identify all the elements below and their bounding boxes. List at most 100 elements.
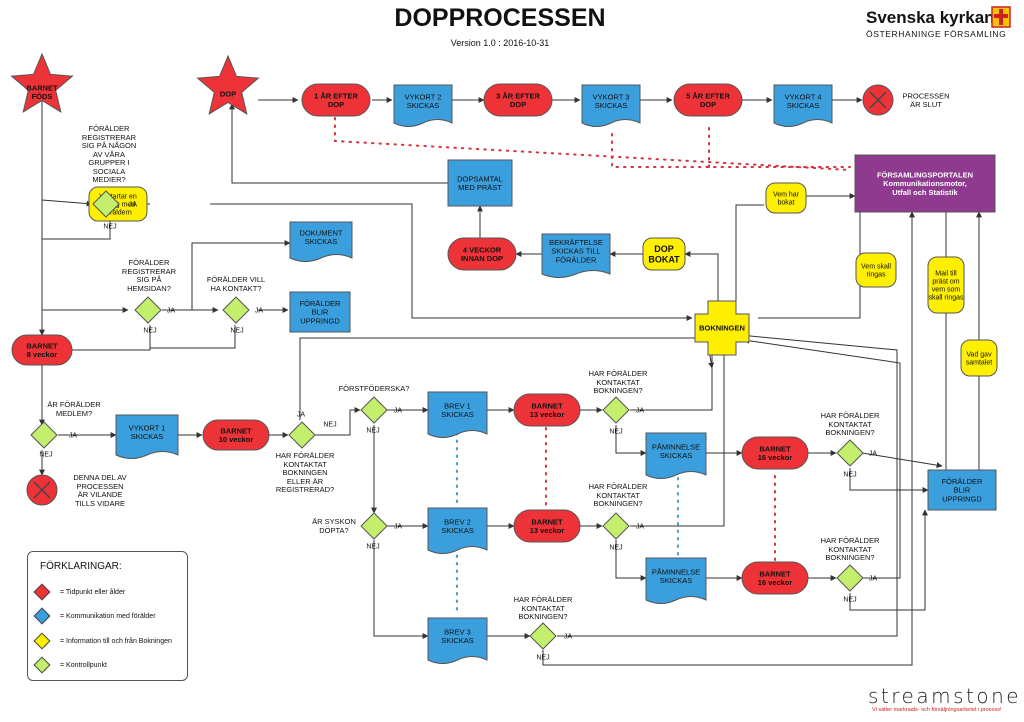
legend-yellow-diamond-icon <box>33 632 51 650</box>
connector <box>758 212 861 319</box>
connector <box>615 540 647 581</box>
connector <box>615 425 647 456</box>
vykort3-document <box>581 84 641 127</box>
question-kontaktat-13b: HAR FÖRÄLDER KONTAKTAT BOKNINGEN? <box>588 482 648 508</box>
connector <box>849 468 929 493</box>
no-label: NEJ <box>843 596 856 603</box>
legend-item-label: = Information till och från Bokningen <box>60 637 172 645</box>
legend-title: FÖRKLARINGAR: <box>40 561 122 572</box>
connector <box>42 218 111 240</box>
process-resting-note: DENNA DEL AV PROCESSEN ÄR VILANDE TILLS … <box>73 473 127 508</box>
barnet13a-pill <box>513 393 581 427</box>
connector <box>314 407 361 436</box>
connector <box>630 344 727 527</box>
legend-box: FÖRKLARINGAR: = Tidpunkt eller ålder = K… <box>27 551 188 681</box>
barnet8-pill <box>11 334 73 366</box>
streamstone-logo: streamstone <box>868 684 1022 708</box>
legend-item-booking: = Information till och från Bokningen <box>33 632 172 650</box>
connector <box>210 203 693 321</box>
checkpoint-k16b-diamond <box>836 564 864 592</box>
church-cross-icon <box>991 6 1011 28</box>
legend-red-diamond-icon <box>33 583 51 601</box>
checkpoint-syskon-diamond <box>360 512 388 540</box>
connector <box>743 337 901 579</box>
no-label: NEJ <box>843 471 856 478</box>
connector <box>229 103 448 184</box>
brev3-document <box>427 617 488 664</box>
connector <box>542 211 915 666</box>
checkpoint-k13a-diamond <box>602 396 630 424</box>
yes-label: JA <box>69 432 78 439</box>
connector <box>684 251 719 302</box>
yes-label: JA <box>394 407 403 414</box>
dopsamtal-box <box>447 159 513 207</box>
dokument-document <box>289 221 353 262</box>
checkpoint-k16a-diamond <box>836 439 864 467</box>
question-kontakt: FÖRÄLDER VILL HA KONTAKT? <box>206 275 266 293</box>
process-end-icon-x-icon <box>869 91 887 109</box>
connector <box>630 344 715 411</box>
vykort1-document <box>115 414 179 459</box>
connector <box>557 332 898 637</box>
bekraftelse-document <box>541 233 611 278</box>
legend-item-communication: = Kommunikation med förälder <box>33 607 156 625</box>
yes-label: JA <box>394 523 403 530</box>
paminnelse1-document <box>645 432 707 479</box>
legend-item-checkpoint: = Kontrollpunkt <box>33 656 107 674</box>
checkpoint-medlem-diamond <box>30 421 58 449</box>
connector <box>735 204 764 318</box>
no-label: NEJ <box>143 327 156 334</box>
legend-item-label: = Tidpunkt eller ålder <box>60 588 126 596</box>
connector <box>72 325 151 351</box>
portal-link-dotted <box>334 117 851 171</box>
question-kontaktat-10: HAR FÖRÄLDER KONTAKTAT BOKNINGEN ELLER Ä… <box>275 451 335 494</box>
logo-name: Svenska kyrkan <box>866 8 995 27</box>
version-label: Version 1.0 : 2016-10-31 <box>450 38 550 48</box>
bokningen-label: BOKNINGEN <box>699 324 745 333</box>
question-kontaktat-16b: HAR FÖRÄLDER KONTAKTAT BOKNINGEN? <box>820 536 880 562</box>
fors-portal-box <box>854 154 996 213</box>
vem-skall-ringas-note <box>855 252 897 288</box>
checkpoint-forstfoderska-diamond <box>360 396 388 424</box>
paminnelse2-document <box>645 557 707 604</box>
legend-green-diamond-icon <box>33 656 51 674</box>
yes-label: JA <box>297 411 306 418</box>
question-sociala: FÖRÄLDER REGISTRERAR SIG PÅ NÅGON AV VÅR… <box>81 124 137 184</box>
yes-label: JA <box>255 307 264 314</box>
no-label: NEJ <box>366 543 379 550</box>
portal-link-dotted-2 <box>611 133 851 168</box>
ar3-pill <box>483 83 553 117</box>
mail-till-prast-note <box>927 256 965 314</box>
connector <box>861 452 943 469</box>
checkpoint-hemsidan-diamond <box>134 296 162 324</box>
question-syskon: ÄR SYSKON DÖPTA? <box>312 517 356 535</box>
process-resting-icon-x-icon <box>33 481 51 499</box>
ar1-pill <box>301 83 371 117</box>
connector <box>373 540 429 639</box>
no-label: NEJ <box>366 427 379 434</box>
yes-label: JA <box>869 575 878 582</box>
barnet13b-pill <box>513 509 581 543</box>
yes-label: JA <box>636 407 645 414</box>
